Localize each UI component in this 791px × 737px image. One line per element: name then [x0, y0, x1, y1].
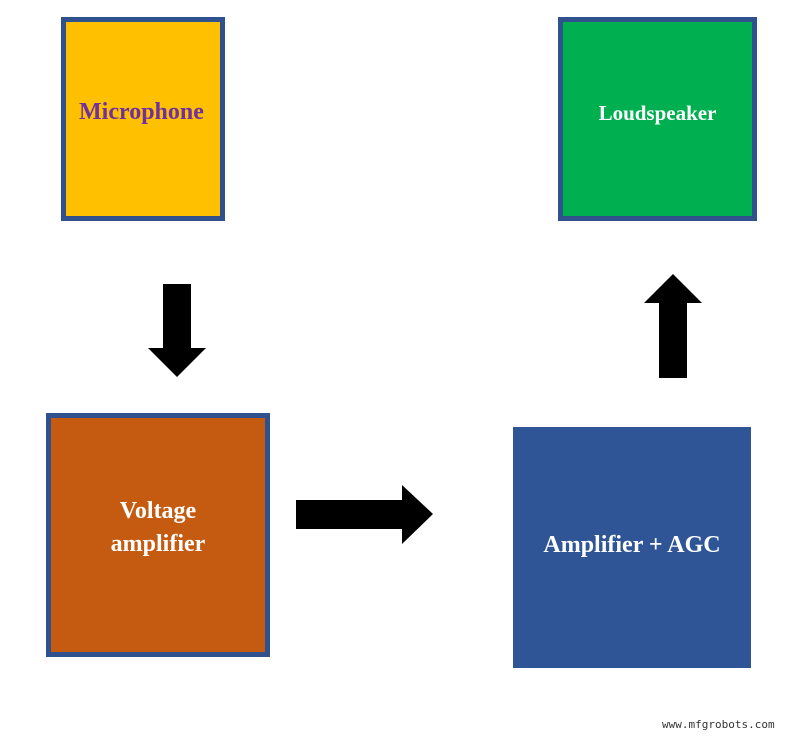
amplifier-agc-label: Amplifier + AGC — [543, 532, 721, 558]
microphone-label: Microphone — [79, 99, 204, 125]
arrow-right-icon — [296, 485, 433, 544]
arrow-up-icon — [644, 274, 702, 378]
voltage-amplifier-label: Voltage amplifier — [110, 498, 206, 557]
microphone-block: Microphone — [61, 17, 225, 221]
loudspeaker-label: Loudspeaker — [598, 100, 717, 125]
voltage-amplifier-block: Voltage amplifier — [46, 413, 270, 657]
amplifier-agc-block: Amplifier + AGC — [513, 427, 751, 668]
loudspeaker-block: Loudspeaker — [558, 17, 757, 221]
arrow-down-icon — [148, 284, 206, 377]
watermark-text: www.mfgrobots.com — [662, 718, 775, 731]
